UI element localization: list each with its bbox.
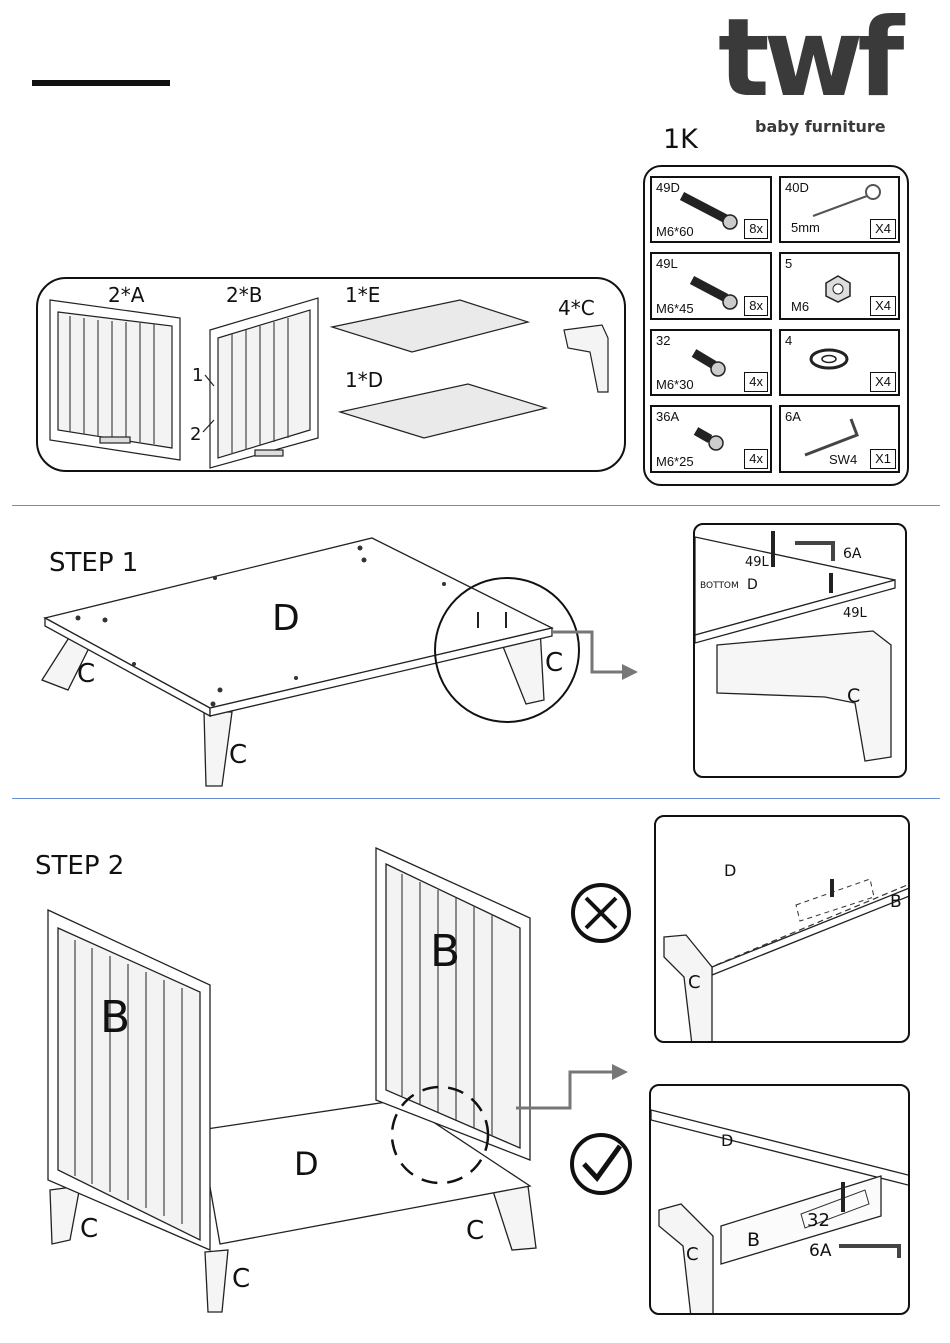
wrong-detail-drawing (656, 817, 910, 1043)
step2-leg-label-bottom: C (232, 1264, 250, 1294)
right-leg-label: C (686, 1244, 699, 1265)
step2-leg-label-left: C (80, 1214, 98, 1244)
right-panel-label: D (721, 1131, 733, 1150)
right-tool-label: 6A (809, 1241, 831, 1261)
step2-side-label-right: B (430, 926, 460, 977)
right-bolt-label: 32 (807, 1210, 830, 1231)
step2-panel-label: D (294, 1145, 319, 1183)
right-side-label: B (747, 1229, 760, 1251)
right-detail-drawing (651, 1086, 910, 1315)
wrong-side-label: B (890, 892, 902, 912)
wrong-leg-label: C (688, 972, 701, 993)
step2-leg-label-right: C (466, 1216, 484, 1246)
step2-wrong-detail-box: D B C (654, 815, 910, 1043)
step2-side-label-left: B (100, 992, 130, 1043)
wrong-icon (573, 885, 629, 941)
step2-right-detail-box: D B C 32 6A (649, 1084, 910, 1315)
correct-icon (572, 1135, 630, 1193)
wrong-panel-label: D (724, 861, 736, 880)
